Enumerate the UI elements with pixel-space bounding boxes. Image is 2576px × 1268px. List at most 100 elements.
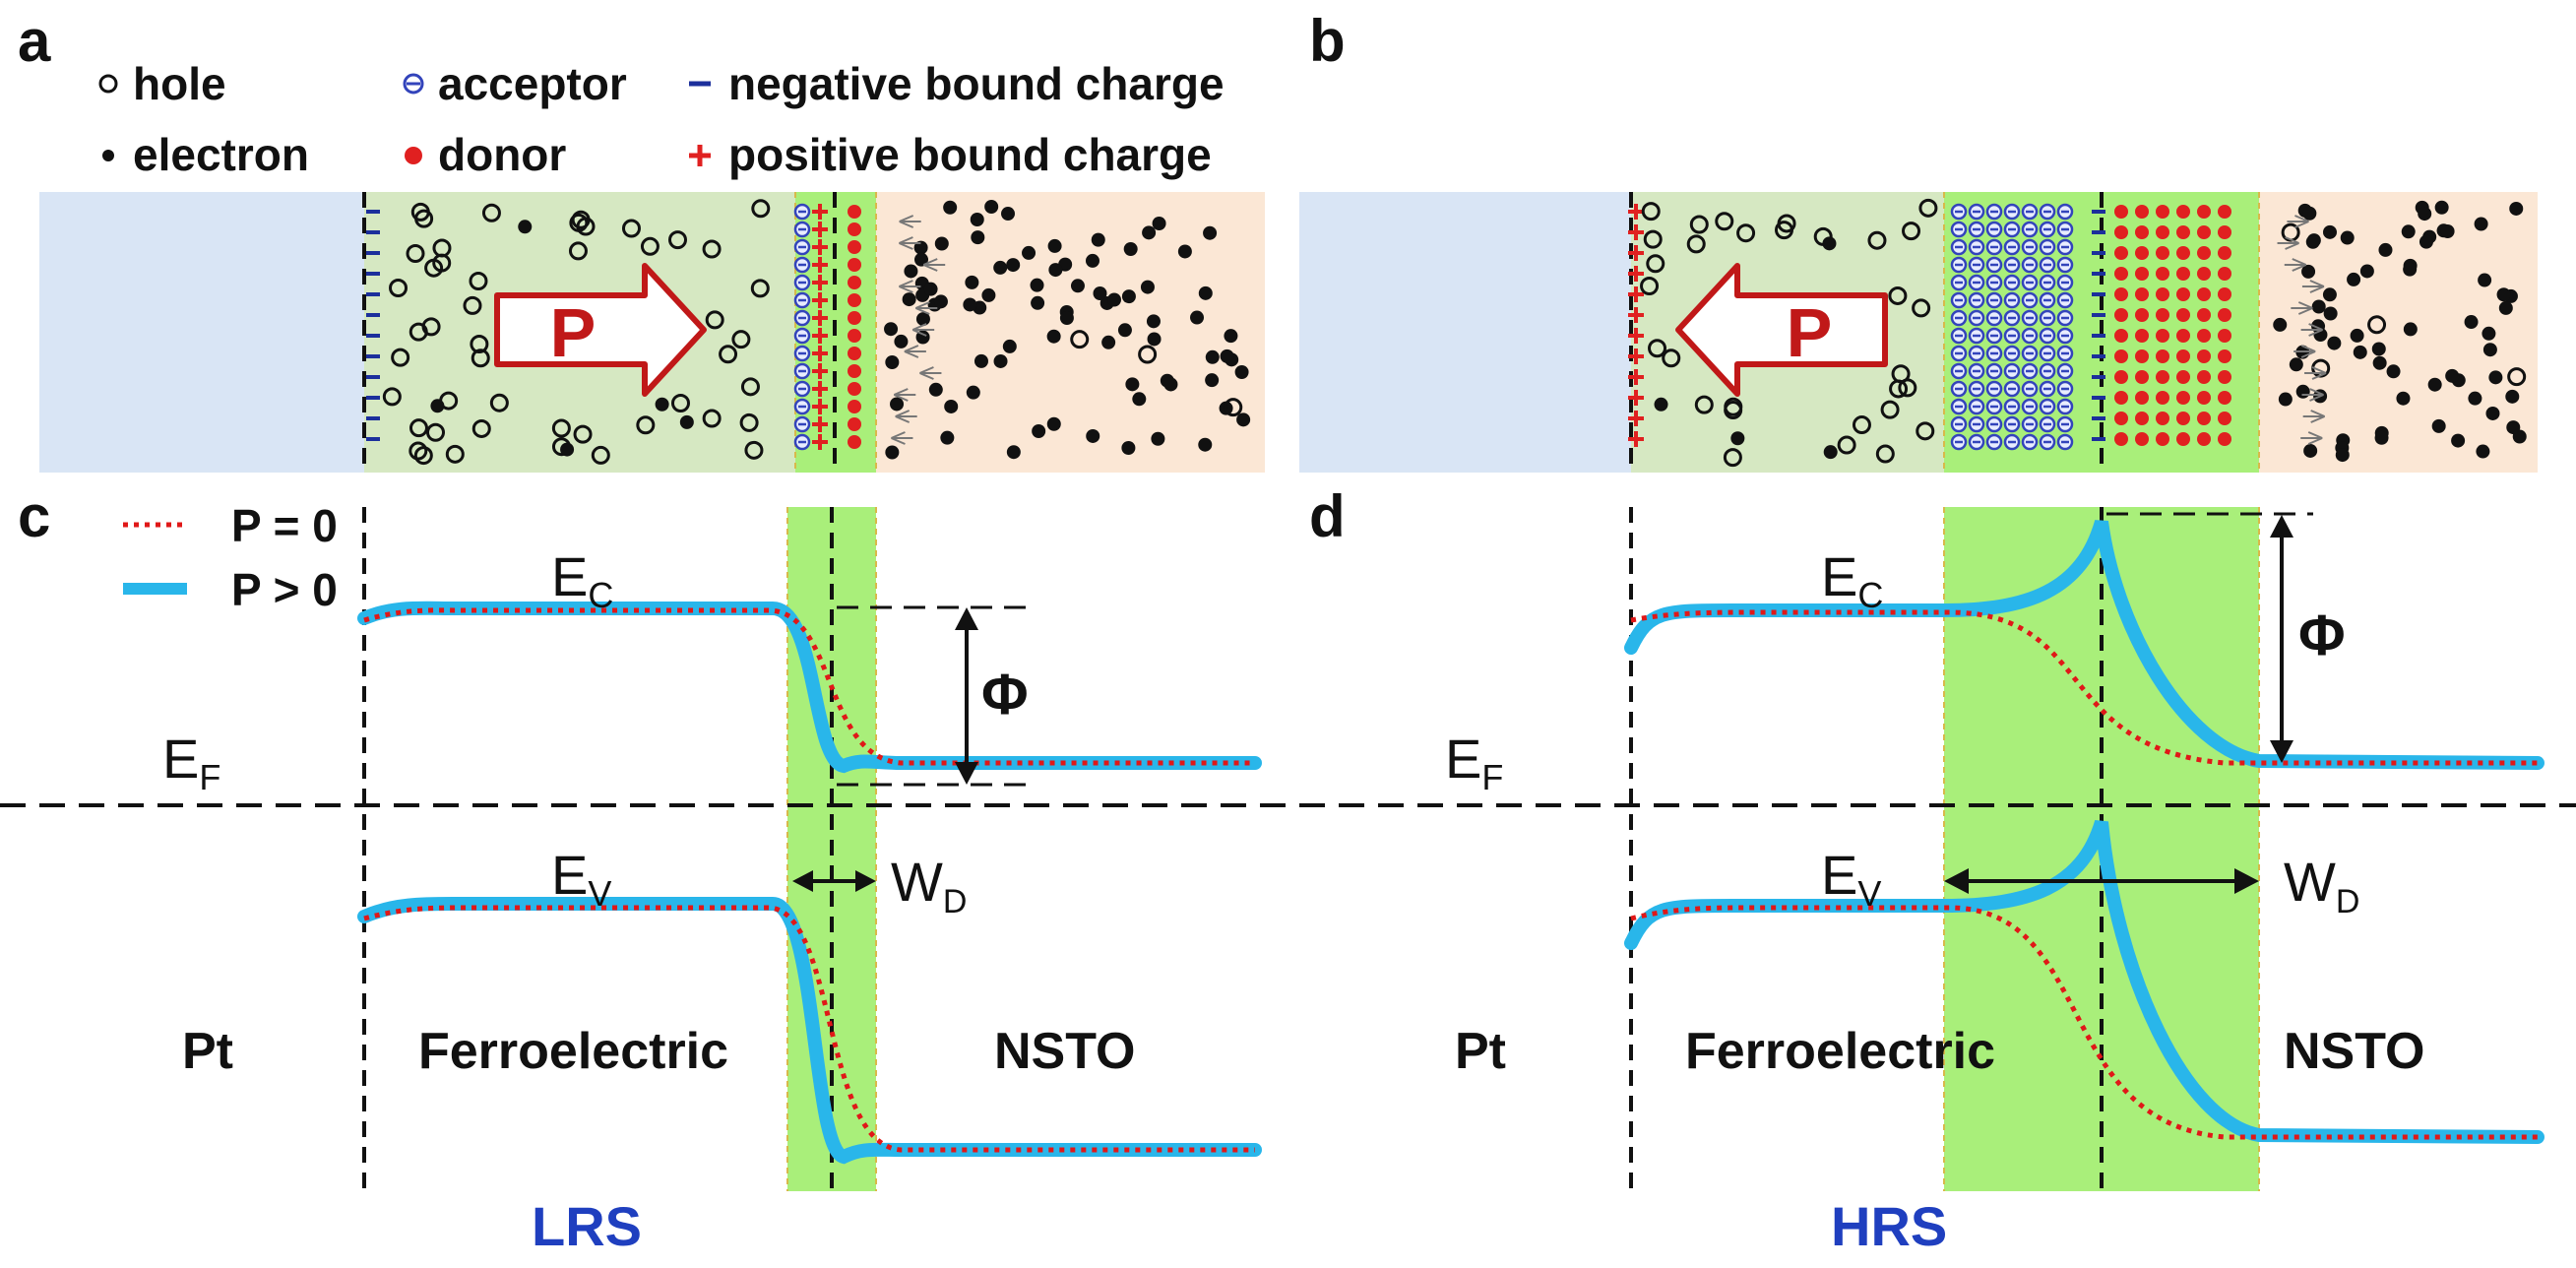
electron-icon <box>2418 207 2432 222</box>
barrier-height-arrow-d <box>2270 515 2293 763</box>
drift-arrow-icon <box>2284 258 2307 272</box>
electron-icon <box>2302 206 2317 221</box>
acceptor-icon <box>2021 203 2039 221</box>
bound-charges-a <box>366 203 861 451</box>
electron-icon <box>1006 258 1021 273</box>
legend-p-zero-label: P = 0 <box>231 500 338 551</box>
hole-icon <box>1867 230 1887 250</box>
acceptor-icon <box>2021 238 2039 256</box>
donor-icon <box>848 240 861 254</box>
electron-icon <box>1091 232 1105 247</box>
electron-icon <box>102 150 114 161</box>
acceptor-icon <box>1985 380 2003 398</box>
donor-icon <box>2114 246 2128 260</box>
electron-icon <box>1822 236 1837 251</box>
donor-icon <box>848 276 861 289</box>
electron-icon <box>1236 412 1251 427</box>
region-label-nsto-d: NSTO <box>2284 1023 2425 1080</box>
electron-icon <box>1152 217 1166 231</box>
acceptor-icon <box>1985 291 2003 309</box>
hole-icon <box>1889 379 1909 399</box>
hole-icon <box>705 310 724 330</box>
positive-bound-charge-icon <box>812 239 828 255</box>
hole-icon <box>1689 215 1709 234</box>
drift-arrow-icon <box>893 388 916 402</box>
acceptor-icon <box>2056 433 2074 451</box>
acceptor-icon <box>1968 256 1985 274</box>
hole-icon <box>391 348 410 367</box>
electron-icon <box>963 297 977 312</box>
electron-icon <box>890 397 905 412</box>
electron-icon <box>2485 406 2500 420</box>
device-schematic-b: P <box>1299 192 2538 473</box>
hole-icon <box>1888 285 1908 305</box>
depletion-width-label-d: WD <box>2284 851 2359 920</box>
donor-icon <box>2197 370 2211 384</box>
electron-icon <box>2478 273 2492 287</box>
donor-icon <box>848 311 861 325</box>
positive-bound-charge-icon <box>812 310 828 326</box>
electron-icon <box>885 354 900 369</box>
acceptor-icon <box>2021 309 2039 327</box>
hole-icon <box>481 203 501 222</box>
panel-label-a: a <box>18 8 51 74</box>
electron-icon <box>2427 377 2442 392</box>
electron-icon <box>1203 225 1218 240</box>
electron-icon <box>2327 336 2342 350</box>
panel-label-c: c <box>18 483 50 549</box>
region-label-ferroelectric-d: Ferroelectric <box>1685 1023 1995 1080</box>
drift-arrow-icon <box>914 301 938 315</box>
donor-icon <box>2114 329 2128 343</box>
acceptor-icon <box>2021 327 2039 345</box>
conduction-band-p-positive-d <box>1624 519 2545 770</box>
acceptor-icon <box>1985 362 2003 380</box>
electron-icon <box>2445 368 2460 383</box>
donor-icon <box>2176 267 2190 281</box>
acceptor-icon <box>1968 274 1985 291</box>
electron-icon <box>2474 217 2488 231</box>
acceptor-icon <box>1950 327 1968 345</box>
electron-icon <box>1002 339 1017 353</box>
acceptor-icon <box>1985 345 2003 362</box>
donor-icon <box>2135 225 2149 239</box>
state-label-hrs: HRS <box>1831 1195 1947 1257</box>
hole-icon <box>445 444 465 464</box>
donor-icon <box>2135 432 2149 446</box>
acceptor-icon <box>2039 238 2056 256</box>
acceptor-icon <box>2021 345 2039 362</box>
acceptor-icon <box>2021 380 2039 398</box>
positive-bound-charge-icon <box>1628 411 1644 426</box>
donor-icon <box>848 364 861 378</box>
positive-bound-charge-icon <box>812 346 828 361</box>
acceptor-icon <box>1950 256 1968 274</box>
positive-bound-charge-icon <box>1628 369 1644 385</box>
barrier-height-arrow-c <box>955 607 978 785</box>
electron-icon <box>1086 428 1100 443</box>
donor-icon <box>2156 349 2169 363</box>
electron-icon <box>1046 416 1061 431</box>
donor-icon <box>2218 267 2231 281</box>
region-label-pt-c: Pt <box>182 1023 233 1080</box>
electron-icon <box>2482 343 2497 357</box>
electron-icon <box>2353 345 2367 359</box>
electron-icon <box>1654 397 1668 412</box>
acceptor-icon <box>2003 274 2021 291</box>
donor-icon <box>2218 349 2231 363</box>
donor-icon <box>2156 412 2169 425</box>
electron-icon <box>981 287 996 302</box>
acceptor-icon <box>1985 415 2003 433</box>
electron-icon <box>1123 241 1138 256</box>
drift-arrow-icon <box>904 345 926 358</box>
hole-icon <box>408 441 428 461</box>
drift-arrow-icon <box>891 431 913 445</box>
drift-arrow-icon <box>2300 431 2323 445</box>
electron-icon <box>1190 310 1205 325</box>
electron-icon <box>993 260 1008 275</box>
hole-icon <box>421 317 441 337</box>
acceptor-icon <box>2039 362 2056 380</box>
acceptor-icon <box>793 274 811 291</box>
acceptor-icon <box>1968 398 1985 415</box>
acceptor-icon <box>1968 309 1985 327</box>
donor-icon <box>2114 391 2128 405</box>
electron-icon <box>2403 262 2418 277</box>
